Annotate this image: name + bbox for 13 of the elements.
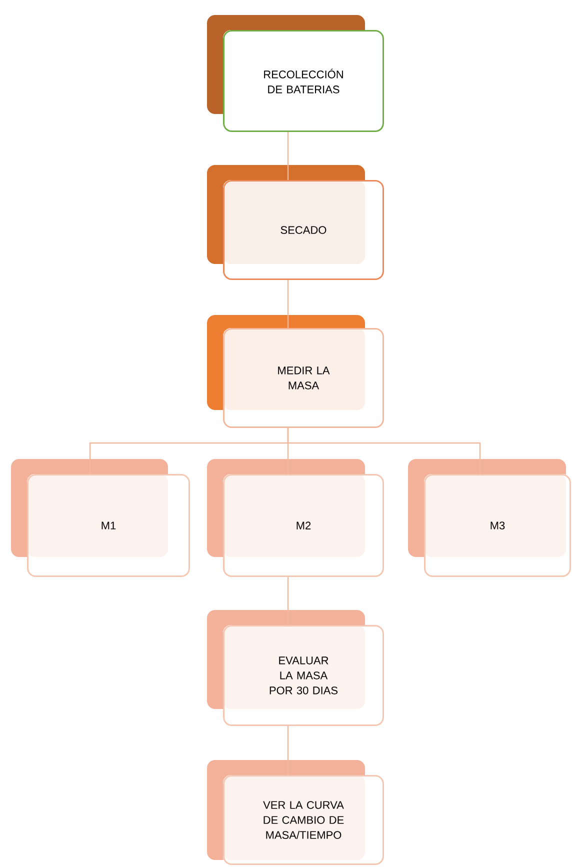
connector-line [287, 428, 481, 474]
connector-line [287, 280, 289, 328]
connector-line [287, 132, 289, 180]
process-card: M2 [207, 459, 384, 577]
process-card: M1 [11, 459, 190, 577]
process-card: VER LA CURVA DE CAMBIO DE MASA/TIEMPO [207, 760, 384, 865]
process-card: MEDIR LA MASA [207, 315, 384, 428]
process-card: RECOLECCIÓN DE BATERIAS [207, 15, 384, 132]
process-card: SECADO [207, 165, 384, 280]
connector-line [287, 577, 289, 625]
process-card: EVALUAR LA MASA POR 30 DIAS [207, 610, 384, 726]
connector-line [287, 726, 289, 775]
process-card: M3 [408, 459, 571, 577]
